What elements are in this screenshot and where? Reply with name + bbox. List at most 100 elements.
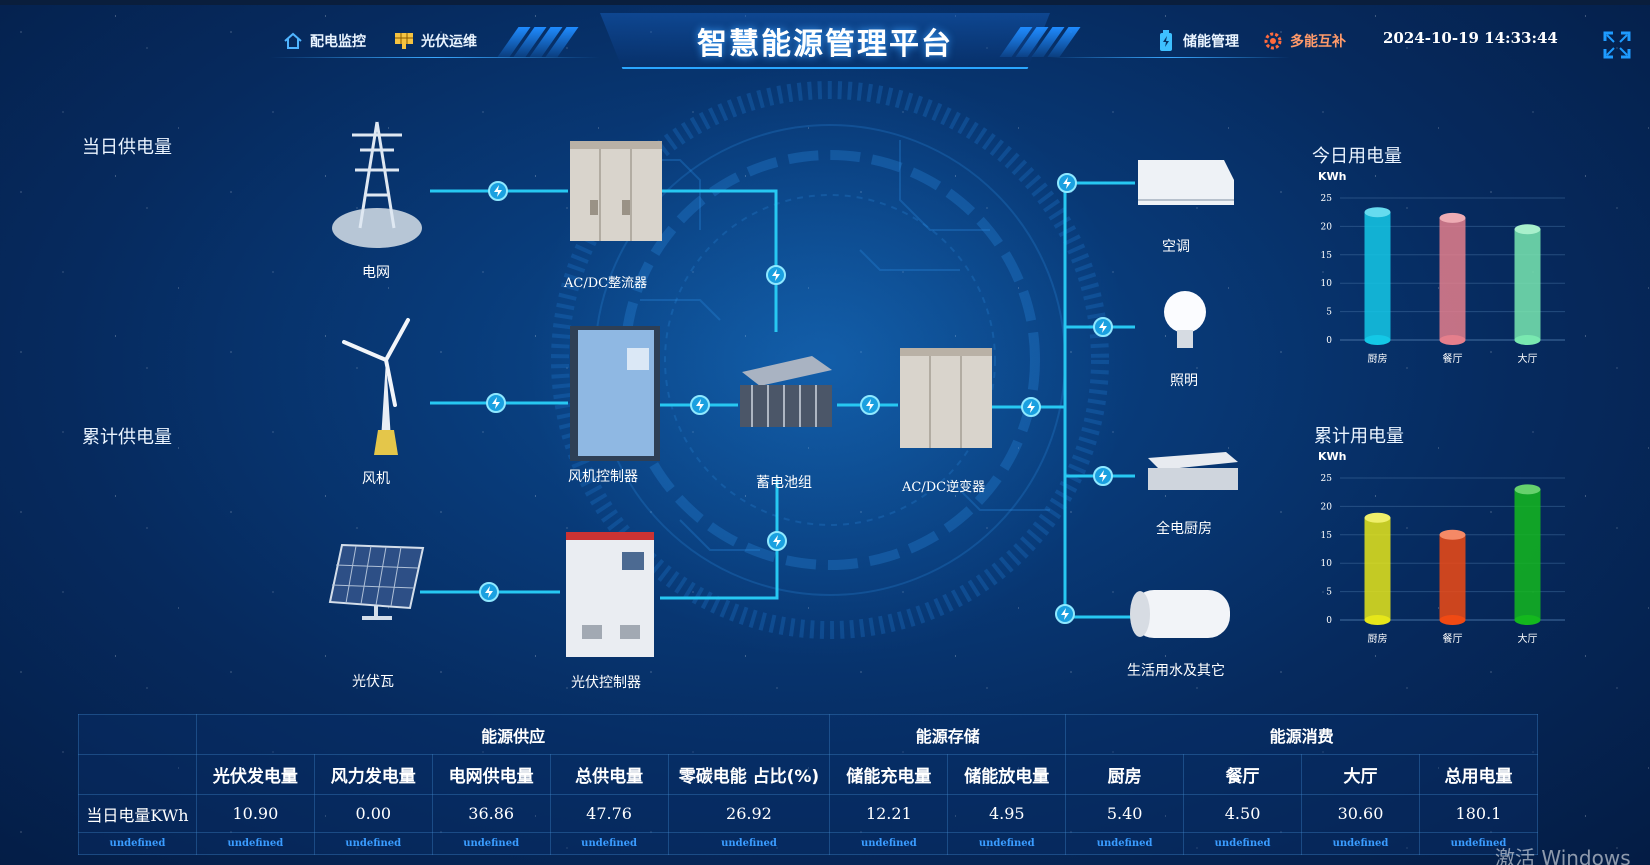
bar-body [1514,229,1541,340]
y-tick-label: 10 [1321,279,1333,289]
footer-cell: undefined [195,832,315,855]
footer-cell: undefined [431,832,551,855]
battery-icon [1155,30,1177,52]
col-header: 大厅 [1301,754,1420,795]
home-icon [282,30,304,52]
total-usage-title: 累计用电量 [1314,426,1404,447]
x-tick-label: 大厅 [1518,632,1538,645]
inverter-cabinet-icon [900,348,992,448]
footer-cell: undefined [1183,832,1303,855]
solar-panel-icon [393,30,415,52]
bar-base [1439,615,1466,625]
today-usage-chart: KWh 0 5 10 15 20 25 厨房 餐厅 大厅 [1318,170,1565,365]
y-tick-label: 15 [1321,251,1333,261]
bar-厨房 [1364,207,1391,345]
table-cell: 36.86 [431,794,551,833]
bar-top [1364,207,1391,218]
total-usage-chart: KWh0510152025厨房餐厅大厅 [1318,450,1565,645]
y-tick-label: 15 [1321,531,1333,541]
bar-餐厅 [1439,529,1466,625]
rectifier-cabinet-icon [570,141,662,241]
header-empty [78,754,197,795]
footer-cell: undefined [78,832,197,855]
wind-label: 风机 [362,471,390,487]
lighting-label: 照明 [1170,373,1198,389]
group-supply: 能源供应 [195,714,831,755]
energy-table: 能源供应 能源存储 能源消费 光伏发电量 风力发电量 电网供电量 总供电量 零碳… [78,714,1539,855]
bar-base [1364,335,1391,345]
table-cell: 4.50 [1183,794,1303,833]
footer-cell: undefined [313,832,433,855]
page-title: 智慧能源管理平台 [697,27,953,62]
battery-bank-icon [740,356,832,427]
total-supply-label[interactable]: 累计供电量 [82,427,172,448]
flow-node-icons [479,173,1113,624]
top-strip [0,0,1650,5]
nav-label: 配电监控 [310,34,366,50]
header: 智慧能源管理平台 配电监控 光伏运维 储能管理 多能互补 2024-10-19 … [0,5,1650,70]
footer-cell: undefined [947,832,1067,855]
water-heater-icon [1130,590,1230,638]
col-header: 储能放电量 [947,754,1067,795]
gear-icon [1262,30,1284,52]
y-axis-unit: KWh [1318,450,1347,463]
row-label: 当日电量KWh [78,794,197,833]
title-bar [600,13,1050,69]
bar-body [1439,534,1466,620]
bar-body [1514,489,1541,620]
solar-panel-icon [328,543,425,620]
table-cell: 4.95 [947,794,1067,833]
col-header: 零碳电能 占比(%) [667,754,831,795]
wind-controller-icon [570,326,660,461]
group-consumption: 能源消费 [1065,714,1538,755]
y-tick-label: 0 [1326,336,1332,346]
bar-body [1364,212,1391,340]
col-header: 光伏发电量 [195,754,315,795]
col-header: 餐厅 [1183,754,1303,795]
nav-power-monitor[interactable]: 配电监控 [282,30,366,52]
y-tick-label: 5 [1326,588,1332,598]
bar-base [1439,335,1466,345]
footer-cell: undefined [1301,832,1420,855]
table-cell: 5.40 [1065,794,1185,833]
nav-pv-operation[interactable]: 光伏运维 [393,30,477,52]
table-cell: 180.1 [1418,794,1539,833]
footer-cell: undefined [829,832,949,855]
bar-top [1514,224,1541,235]
col-header: 厨房 [1065,754,1185,795]
header-line-right [1050,57,1290,58]
bar-top [1439,529,1466,540]
x-tick-label: 厨房 [1368,632,1388,645]
nav-storage[interactable]: 储能管理 [1155,30,1239,52]
header-line-left [270,57,600,58]
bar-body [1364,517,1391,620]
y-tick-label: 20 [1321,222,1333,232]
nav-multi-energy[interactable]: 多能互补 [1262,30,1346,52]
water-label: 生活用水及其它 [1127,663,1225,679]
y-tick-label: 25 [1321,194,1333,204]
table-cell: 12.21 [829,794,949,833]
x-tick-label: 餐厅 [1443,352,1463,365]
energy-flow-diagram [328,60,1238,660]
bar-base [1514,615,1541,625]
x-tick-label: 大厅 [1518,352,1538,365]
footer-cell: undefined [1065,832,1185,855]
pv-label: 光伏瓦 [352,674,394,690]
daily-supply-label[interactable]: 当日供电量 [82,137,172,158]
bar-大厅 [1514,224,1541,345]
air-conditioner-label: 空调 [1162,239,1190,255]
today-usage-title: 今日用电量 [1312,146,1402,167]
bar-top [1439,212,1466,223]
x-tick-label: 厨房 [1368,352,1388,365]
footer-cell: undefined [1418,832,1539,855]
y-tick-label: 5 [1326,308,1332,318]
table-cell: 26.92 [667,794,831,833]
y-tick-label: 20 [1321,502,1333,512]
col-header: 储能充电量 [829,754,949,795]
nav-label: 储能管理 [1183,34,1239,50]
kitchen-label: 全电厨房 [1156,521,1212,537]
y-axis-unit: KWh [1318,170,1347,183]
pv-controller-label: 光伏控制器 [571,675,641,691]
footer-cell: undefined [549,832,669,855]
fullscreen-icon[interactable] [1602,30,1632,60]
